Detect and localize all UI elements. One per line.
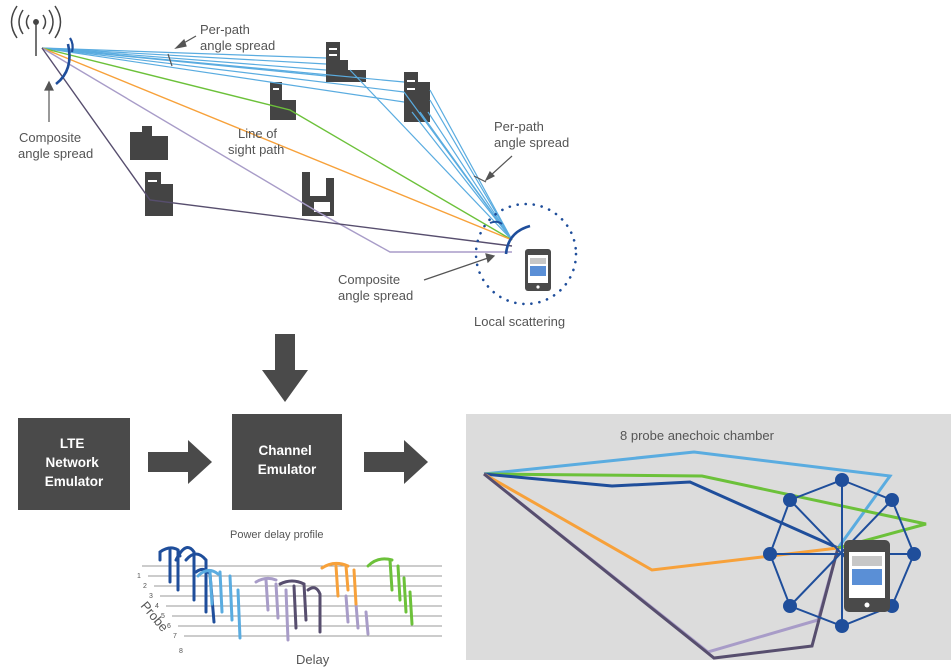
lavender-path <box>41 47 512 253</box>
arrow-right-icon <box>148 440 212 484</box>
light-blue-paths <box>41 47 513 241</box>
lte-network-emulator-box: LTE Network Emulator <box>18 418 130 510</box>
arrow-right-icon <box>364 440 428 484</box>
antenna-icon <box>10 5 62 56</box>
probe-node-icon <box>763 473 921 633</box>
svg-text:7: 7 <box>173 633 177 640</box>
phone-icon <box>525 249 551 291</box>
composite-arc-phone <box>504 224 531 255</box>
chamber-title: 8 probe anechoic chamber <box>620 428 775 443</box>
axis-delay-label: Delay <box>296 652 330 667</box>
per-path-arc-antenna <box>69 37 74 53</box>
building-icon <box>130 126 168 160</box>
building-icon <box>145 172 173 216</box>
per-path-label-right: Per-path angle spread <box>494 119 569 150</box>
local-scattering-ring <box>474 202 578 306</box>
composite-label-left: Composite angle spread <box>18 130 93 161</box>
svg-text:1: 1 <box>137 573 141 580</box>
svg-text:5: 5 <box>161 613 165 620</box>
dark-purple-path <box>41 47 513 247</box>
svg-text:6: 6 <box>167 623 171 630</box>
svg-text:8: 8 <box>179 648 183 655</box>
axis-probe-label: Probe <box>138 598 172 634</box>
svg-text:Channel Emulator: Channel Emulator <box>258 443 317 477</box>
propagation-scene: Per-path angle spread Composite angle sp… <box>10 5 578 329</box>
chamber-dark-blue-path <box>483 472 839 550</box>
per-path-tick-top <box>167 53 173 67</box>
green-path <box>41 47 513 241</box>
building-icon <box>404 72 430 122</box>
building-icon <box>270 82 296 120</box>
chamber-green-path <box>483 472 927 550</box>
svg-text:2: 2 <box>143 583 147 590</box>
channel-emulator-box: Channel Emulator <box>232 414 342 510</box>
composite-label-bottom: Composite angle spread <box>338 272 413 303</box>
phone-icon <box>844 540 890 612</box>
down-arrow <box>262 334 308 402</box>
per-path-tick-right <box>473 175 487 183</box>
chamber-dark-purple-path <box>483 472 840 660</box>
line-of-sight-label: Line of sight path <box>228 126 284 157</box>
svg-text:4: 4 <box>155 603 159 610</box>
per-path-label-top: Per-path angle spread <box>200 22 275 53</box>
svg-text:LTE Network Emulat: LTE Network Emulator <box>45 436 104 489</box>
svg-text:3: 3 <box>149 593 153 600</box>
per-path-arc-phone <box>489 220 503 225</box>
pdp-title: Power delay profile <box>230 529 324 541</box>
power-delay-profile: Power delay profile 1 2 3 4 5 6 7 8 <box>137 529 442 667</box>
anechoic-chamber: 8 probe anechoic chamber <box>466 414 951 660</box>
line-of-sight-path <box>41 47 513 241</box>
local-scattering-label: Local scattering <box>474 314 565 329</box>
composite-arc-antenna <box>55 43 71 86</box>
building-icon <box>302 172 334 216</box>
